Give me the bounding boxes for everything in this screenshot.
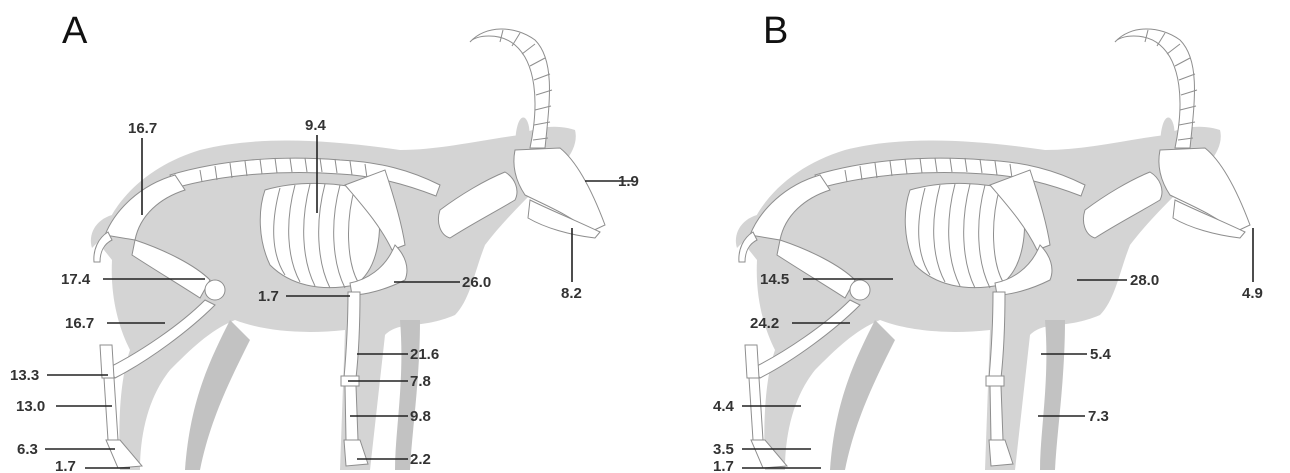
skeleton-diagram: 16.7 9.4 1.9 8.2 17.4 26.0 1.7 16.7 21.6…: [0, 0, 645, 473]
skeleton-diagram: 4.9 14.5 28.0 24.2 5.4 4.4 7.3 3.5 1.7: [645, 0, 1290, 473]
label-humerus: 28.0: [1130, 272, 1159, 289]
label-metacarpus: 9.8: [410, 408, 431, 425]
tarsus: [100, 345, 114, 378]
label-metatarsus: 13.0: [16, 398, 45, 415]
metacarpus: [345, 386, 358, 440]
label-scapula-joint: 1.7: [258, 288, 279, 305]
panel-b: B: [645, 0, 1290, 473]
label-carpus: 7.8: [410, 373, 431, 390]
panel-a: A: [0, 0, 645, 473]
metatarsus: [749, 378, 763, 440]
label-ribs: 9.4: [305, 117, 327, 134]
carpus: [986, 376, 1004, 386]
label-mandible: 4.9: [1242, 285, 1263, 302]
metacarpus: [990, 386, 1003, 440]
label-metatarsus: 4.4: [713, 398, 735, 415]
label-pelvis: 16.7: [128, 120, 157, 137]
label-hind-phalanx: 3.5: [713, 441, 734, 458]
label-femur-lower: 24.2: [750, 315, 779, 332]
label-radius: 5.4: [1090, 346, 1112, 363]
horn: [1115, 29, 1194, 148]
horn: [470, 29, 549, 148]
label-humerus: 26.0: [462, 274, 491, 291]
label-fore-hoof: 2.2: [410, 451, 431, 468]
label-metacarpus: 7.3: [1088, 408, 1109, 425]
label-tarsus: 13.3: [10, 367, 39, 384]
label-femur-upper: 17.4: [61, 271, 91, 288]
label-mandible: 8.2: [561, 285, 582, 302]
label-hind-hoof: 1.7: [713, 458, 734, 473]
label-femur-lower: 16.7: [65, 315, 94, 332]
tarsus: [745, 345, 759, 378]
metatarsus: [104, 378, 118, 440]
label-hind-hoof: 1.7: [55, 458, 76, 473]
label-skull: 1.9: [618, 173, 639, 190]
label-hind-phalanx: 6.3: [17, 441, 38, 458]
label-femur-upper: 14.5: [760, 271, 789, 288]
label-radius: 21.6: [410, 346, 439, 363]
